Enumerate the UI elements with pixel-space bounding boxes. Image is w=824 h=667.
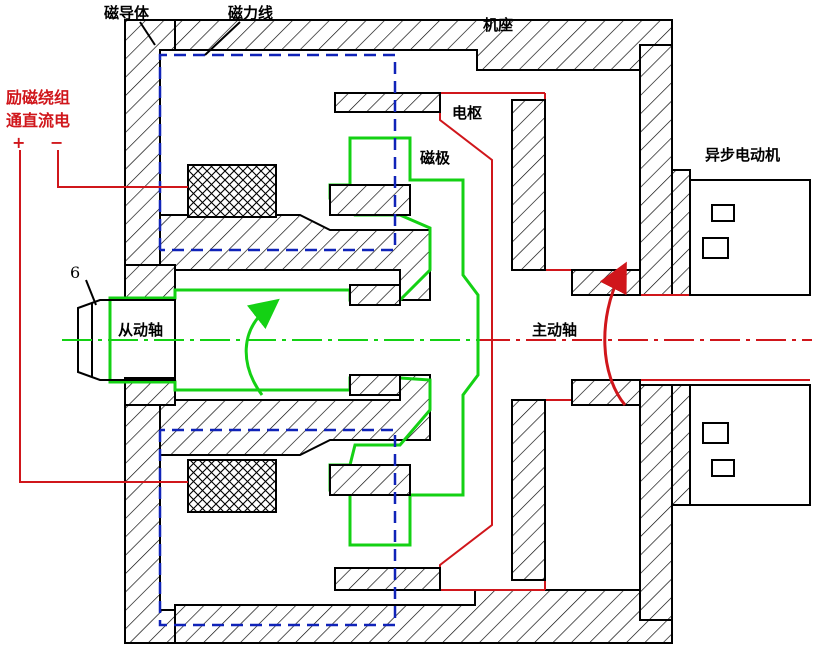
flux-lines: [158, 53, 397, 627]
driven-shaft-rotation-arrow: [244, 298, 280, 396]
driven-shaft-label: 从动轴: [118, 321, 163, 339]
async-motor-outline: [689, 179, 811, 506]
excitation-label-line1: 励磁绕组: [6, 88, 70, 107]
magnetic-conductor: [124, 19, 431, 644]
magnetic-conductor-label: 磁导体: [104, 4, 150, 22]
async-motor-label: 异步电动机: [705, 146, 780, 164]
excitation-coil-top: [187, 164, 277, 218]
frame-label: 机座: [483, 16, 513, 34]
armature: [334, 92, 812, 591]
excitation-leads: [19, 150, 188, 483]
magnetic-pole: [108, 136, 480, 547]
drive-shaft-rotation-arrow: [599, 261, 627, 406]
excitation-coil-bottom: [187, 459, 277, 513]
excitation-label-line2: 通直流电: [6, 111, 70, 130]
magnetic-pole-label: 磁极: [420, 149, 451, 167]
armature-label: 电枢: [452, 104, 482, 122]
excitation-winding: [187, 164, 277, 513]
excitation-plus-sign: +: [12, 133, 25, 152]
frame-housing: [174, 19, 691, 644]
drive-shaft-label: 主动轴: [532, 321, 577, 339]
part-number-label: 6: [70, 263, 80, 282]
driven-shaft: [62, 299, 480, 381]
flux-lines-label: 磁力线: [228, 4, 273, 22]
leader-lines: [85, 21, 241, 306]
excitation-minus-sign: −: [50, 133, 63, 152]
